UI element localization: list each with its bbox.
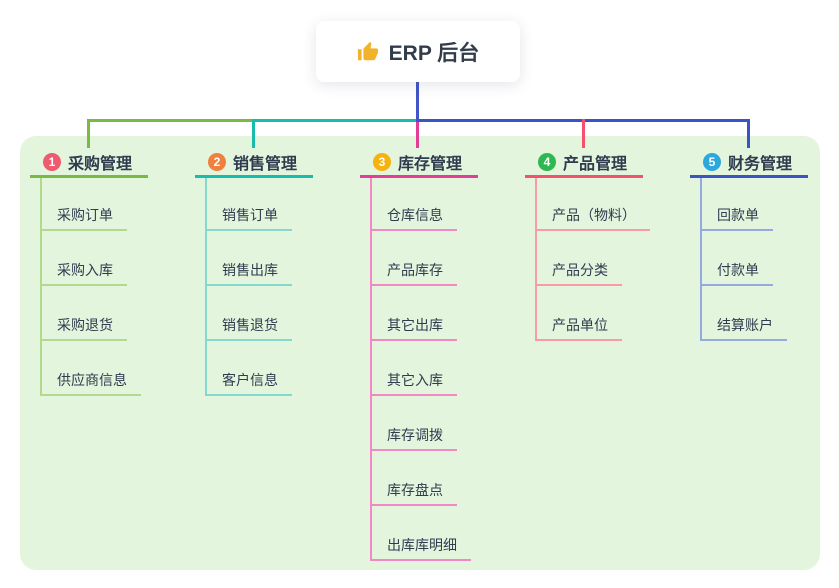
branch-title-node[interactable]: 3 库存管理 — [360, 148, 478, 178]
child-node[interactable]: 采购订单 — [40, 205, 127, 231]
branch-number-badge: 4 — [538, 152, 556, 171]
child-node[interactable]: 产品（物料） — [535, 205, 650, 231]
child-node[interactable]: 回款单 — [700, 205, 773, 231]
child-node[interactable]: 仓库信息 — [370, 205, 457, 231]
child-node[interactable]: 客户信息 — [205, 370, 292, 396]
branch-title-node[interactable]: 2 销售管理 — [195, 148, 313, 178]
child-node[interactable]: 销售出库 — [205, 260, 292, 286]
root-label: ERP 后台 — [388, 41, 480, 65]
branches-panel — [20, 136, 820, 570]
branch-title-label: 财务管理 — [728, 155, 793, 173]
branch-tree-line — [535, 178, 537, 341]
child-node[interactable]: 其它入库 — [370, 370, 457, 396]
child-node[interactable]: 销售订单 — [205, 205, 292, 231]
child-node[interactable]: 销售退货 — [205, 315, 292, 341]
child-node[interactable]: 产品分类 — [535, 260, 622, 286]
child-node[interactable]: 库存调拨 — [370, 425, 457, 451]
branch-title-label: 产品管理 — [563, 155, 628, 173]
branch-number-badge: 5 — [703, 152, 721, 171]
branch-title-label: 销售管理 — [233, 155, 298, 173]
branch-tree-line — [370, 178, 372, 561]
connector-vertical — [87, 119, 90, 148]
child-node[interactable]: 采购入库 — [40, 260, 127, 286]
branch-title-node[interactable]: 5 财务管理 — [690, 148, 808, 178]
root-connector-line — [416, 82, 419, 122]
connector-horizontal — [87, 119, 255, 122]
child-node[interactable]: 结算账户 — [700, 315, 787, 341]
branch-number-badge: 1 — [43, 152, 61, 171]
connector-vertical — [747, 119, 750, 148]
branch-tree-line — [205, 178, 207, 396]
child-node[interactable]: 产品单位 — [535, 315, 622, 341]
child-node[interactable]: 出库库明细 — [370, 535, 471, 561]
branch-title-node[interactable]: 1 采购管理 — [30, 148, 148, 178]
branch-number-badge: 2 — [208, 152, 226, 171]
connector-vertical — [252, 119, 255, 148]
branch-title-node[interactable]: 4 产品管理 — [525, 148, 643, 178]
child-node[interactable]: 采购退货 — [40, 315, 127, 341]
child-node[interactable]: 库存盘点 — [370, 480, 457, 506]
root-node[interactable]: ERP 后台 — [316, 21, 520, 82]
thumbs-up-icon — [357, 41, 379, 63]
connector-horizontal — [252, 119, 419, 122]
child-node[interactable]: 供应商信息 — [40, 370, 141, 396]
child-node[interactable]: 产品库存 — [370, 260, 457, 286]
connector-vertical — [416, 119, 419, 148]
branch-tree-line — [700, 178, 702, 341]
connector-vertical — [582, 119, 585, 148]
branch-tree-line — [40, 178, 42, 396]
branch-number-badge: 3 — [373, 152, 391, 171]
child-node[interactable]: 付款单 — [700, 260, 773, 286]
branch-title-label: 库存管理 — [398, 155, 463, 173]
child-node[interactable]: 其它出库 — [370, 315, 457, 341]
branch-title-label: 采购管理 — [68, 155, 133, 173]
